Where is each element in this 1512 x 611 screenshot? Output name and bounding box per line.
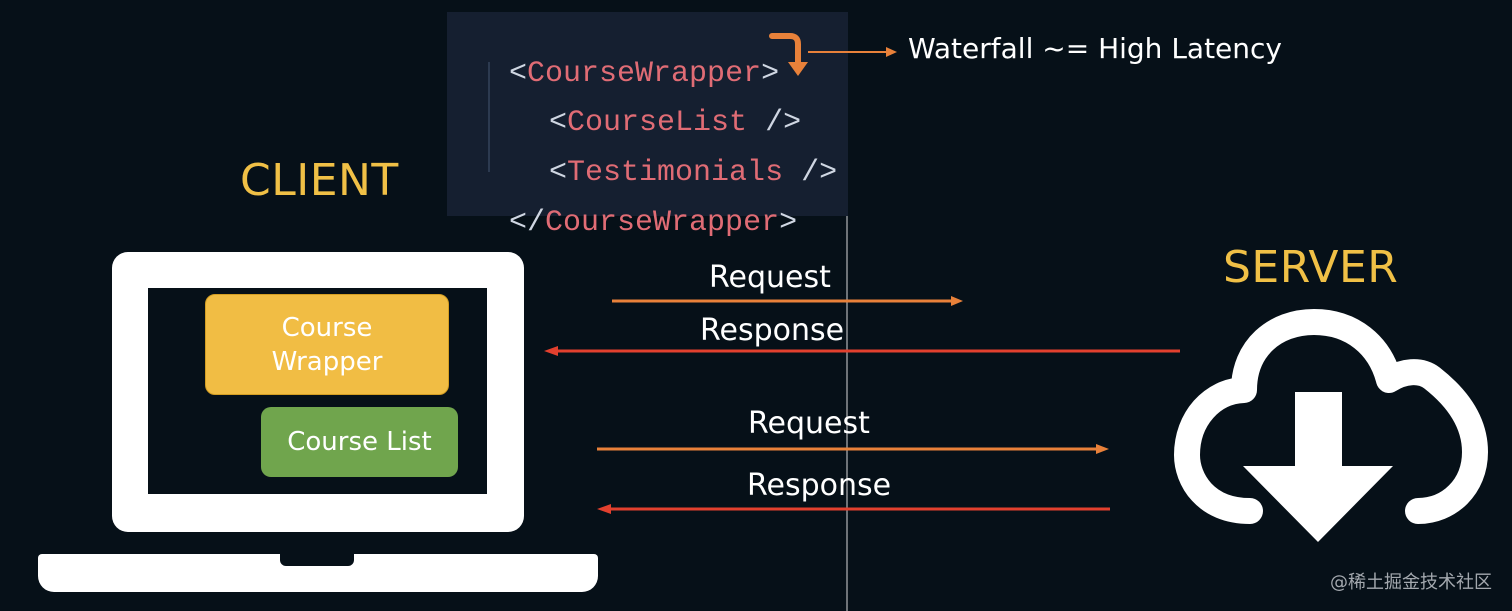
- waterfall-note: Waterfall ~= High Latency: [908, 32, 1282, 65]
- response-label-1: Response: [700, 313, 845, 348]
- code-tag-name: CourseList: [567, 106, 748, 140]
- response-arrow-1: [544, 346, 1180, 356]
- code-line-testimonials: <Testimonials />: [513, 113, 837, 193]
- code-tag-name: CourseWrapper: [545, 206, 780, 240]
- divider-line: [846, 216, 848, 611]
- watermark: @稀土掘金技术社区: [1330, 572, 1492, 593]
- laptop-notch: [280, 554, 354, 566]
- note-pointer-arrow: [808, 47, 897, 57]
- request-arrow-1: [612, 296, 963, 306]
- code-punctuation: >: [779, 206, 798, 240]
- code-line-course-list: <CourseList />: [513, 63, 801, 143]
- request-label-1: Request: [709, 260, 831, 295]
- code-punctuation: >: [761, 57, 780, 91]
- cloud-download-icon: [1174, 309, 1488, 542]
- request-label-2: Request: [748, 406, 870, 441]
- code-punctuation: />: [783, 156, 838, 190]
- code-line-course-wrapper-open: <CourseWrapper>: [473, 14, 779, 94]
- course-list-box: Course List: [261, 407, 458, 477]
- request-arrow-2: [597, 444, 1109, 454]
- course-wrapper-label-line1: Course: [281, 312, 373, 343]
- code-punctuation: <: [549, 106, 568, 140]
- code-snippet-panel: [447, 12, 848, 216]
- response-label-2: Response: [747, 468, 892, 503]
- code-indent-guide: [488, 62, 490, 172]
- client-label: CLIENT: [240, 155, 399, 206]
- code-punctuation: />: [747, 106, 802, 140]
- code-punctuation: <: [549, 156, 568, 190]
- code-punctuation: </: [509, 206, 546, 240]
- code-line-course-wrapper-close: </CourseWrapper>: [473, 163, 797, 243]
- response-arrow-2: [597, 504, 1110, 514]
- course-wrapper-box: Course Wrapper: [205, 294, 449, 395]
- code-tag-name: CourseWrapper: [527, 57, 762, 91]
- server-label: SERVER: [1223, 242, 1399, 293]
- course-wrapper-label-line2: Wrapper: [271, 346, 383, 377]
- waterfall-bent-arrow-icon: [769, 33, 808, 76]
- code-punctuation: <: [509, 57, 528, 91]
- code-tag-name: Testimonials: [567, 156, 784, 190]
